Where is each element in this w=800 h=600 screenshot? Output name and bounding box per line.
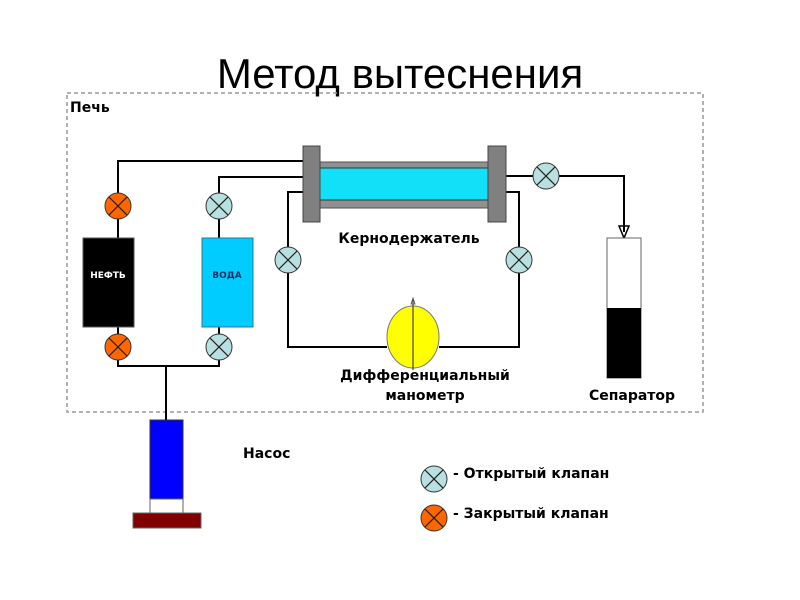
valve-cross-icon xyxy=(209,337,229,357)
core-holder-left-flange xyxy=(302,145,321,223)
pipe-loop-right xyxy=(439,273,520,348)
valve-cross-icon xyxy=(209,196,229,216)
pipe-core-to-loop-left xyxy=(287,191,303,247)
valve-oil-top-closed[interactable] xyxy=(104,192,132,220)
furnace-boundary xyxy=(66,92,704,413)
valve-cross-icon xyxy=(278,250,298,270)
oil-container xyxy=(82,237,135,328)
valve-cross-icon xyxy=(509,250,529,270)
pump xyxy=(132,419,202,529)
pump-piston xyxy=(149,498,184,514)
valve-cross-icon xyxy=(424,508,444,528)
separator-label: Сепаратор xyxy=(589,388,675,404)
legend-open-label: - Открытый клапан xyxy=(453,466,609,482)
pipes xyxy=(117,160,631,420)
pipe-bottom-junction xyxy=(117,360,220,367)
legend-closed-valve-icon xyxy=(420,504,448,532)
legend: - Открытый клапан - Закрытый клапан xyxy=(420,465,609,532)
valves xyxy=(104,162,560,361)
valve-cross-icon xyxy=(108,337,128,357)
valve-outlet-open[interactable] xyxy=(532,162,560,190)
valve-loop-left-open[interactable] xyxy=(274,246,302,274)
valve-water-bottom-open[interactable] xyxy=(205,333,233,361)
pipe-loop-left xyxy=(287,273,387,348)
closed-valve-icon[interactable] xyxy=(420,504,448,532)
oil-container-label: НЕФТЬ xyxy=(90,271,126,281)
valve-oil-bottom-closed[interactable] xyxy=(104,333,132,361)
water-container-label: ВОДА xyxy=(212,271,242,281)
differential-manometer xyxy=(386,296,440,370)
furnace-label: Печь xyxy=(70,100,110,116)
legend-closed-label: - Закрытый клапан xyxy=(453,506,609,522)
pipe-outlet-to-separator xyxy=(559,175,625,232)
pump-base xyxy=(132,512,202,529)
manometer-label-line2: манометр xyxy=(385,388,464,404)
core-holder-label: Кернодержатель xyxy=(338,231,479,247)
pipe-oil-to-core xyxy=(117,160,303,193)
core-holder xyxy=(302,145,507,223)
legend-open-valve-icon xyxy=(420,465,448,493)
manometer-label-line1: Дифференциальный xyxy=(340,368,510,384)
separator xyxy=(606,237,642,379)
pump-cylinder xyxy=(149,419,184,500)
core-holder-right-flange xyxy=(487,145,507,223)
flow-arrow-icon xyxy=(617,225,631,240)
valve-water-top-open[interactable] xyxy=(205,192,233,220)
pipe-core-to-loop-right xyxy=(506,191,520,247)
open-valve-icon[interactable] xyxy=(420,465,448,493)
valve-cross-icon xyxy=(424,469,444,489)
core-sample xyxy=(319,167,489,201)
water-container xyxy=(201,237,254,328)
valve-cross-icon xyxy=(536,166,556,186)
manometer-needle-arrow-icon xyxy=(410,296,416,305)
valve-loop-right-open[interactable] xyxy=(505,246,533,274)
page-title: Метод вытеснения xyxy=(217,50,583,97)
valve-cross-icon xyxy=(108,196,128,216)
pipe-water-to-core xyxy=(218,176,303,193)
separator-oil-level xyxy=(607,308,641,378)
pump-label: Насос xyxy=(243,446,290,462)
